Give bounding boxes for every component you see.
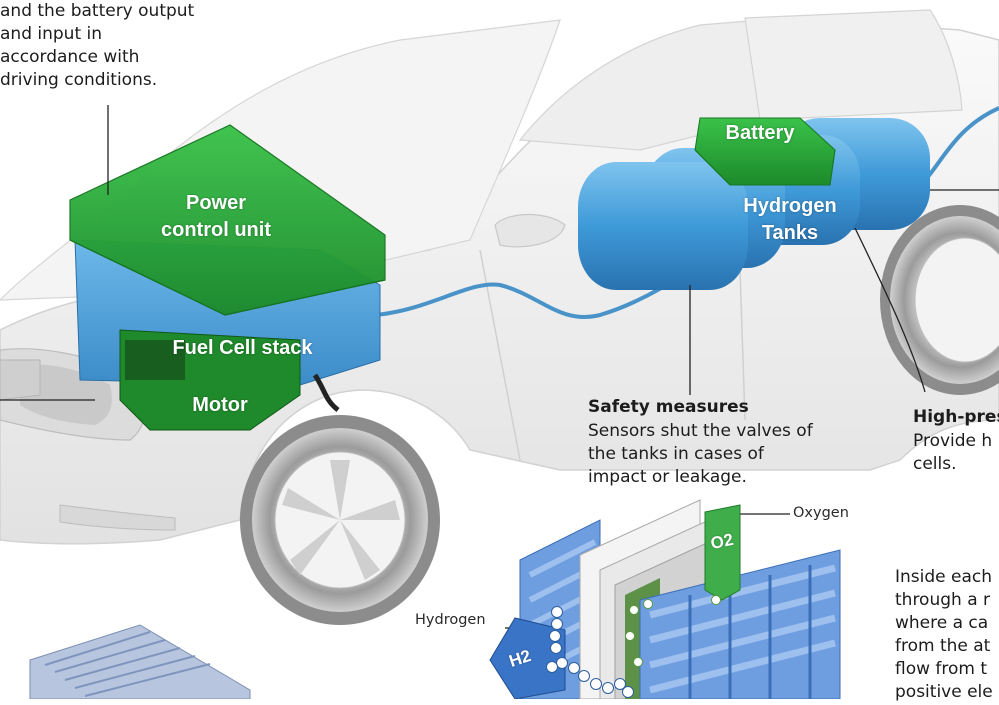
- fuel-cell-detail: [489, 499, 841, 699]
- intro-line-1: and the battery output: [0, 1, 195, 21]
- cell-stack-lower-left: [29, 624, 251, 699]
- inside-line-5: flow from t: [895, 659, 988, 679]
- inside-line-1: Inside each: [895, 567, 993, 587]
- front-wheel: [240, 415, 440, 625]
- motor-label: Motor: [192, 394, 248, 416]
- safety-line-3: impact or leakage.: [588, 467, 747, 487]
- battery-block: [694, 117, 836, 186]
- safety-line-2: the tanks in cases of: [588, 444, 764, 464]
- safety-title: Safety measures: [588, 397, 749, 417]
- intro-line-3: accordance with: [0, 47, 140, 67]
- inside-line-4: from the at: [895, 636, 991, 656]
- battery-label: Battery: [725, 122, 795, 144]
- high-pressure-line-1: Provide h: [913, 431, 993, 451]
- fuel-cell-stack-label: Fuel Cell stack: [172, 337, 313, 359]
- hydrogen-label: Hydrogen: [415, 612, 486, 628]
- inside-line-3: where a ca: [895, 613, 989, 633]
- high-pressure-title: High-pres: [913, 407, 999, 427]
- power-control-unit-block: [69, 124, 386, 316]
- power-control-unit-label: Power control unit: [161, 192, 271, 241]
- oxygen-label: Oxygen: [793, 505, 849, 521]
- rear-wheel: [880, 205, 999, 395]
- intro-line-2: and input in: [0, 24, 103, 44]
- high-pressure-line-2: cells.: [913, 454, 957, 474]
- motor-block: [119, 329, 340, 431]
- hydrogen-tanks-label: Hydrogen Tanks: [743, 195, 837, 244]
- inside-line-6: positive ele: [895, 682, 993, 702]
- safety-line-1: Sensors shut the valves of: [588, 421, 813, 441]
- inside-line-2: through a r: [895, 590, 991, 610]
- intro-line-4: driving conditions.: [0, 70, 158, 90]
